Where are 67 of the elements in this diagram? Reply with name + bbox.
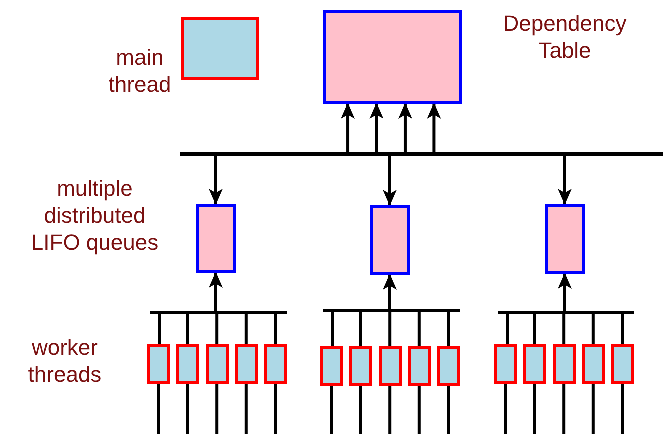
thread-box	[264, 344, 288, 384]
connector-line	[447, 312, 450, 346]
connector-line	[359, 386, 362, 434]
arrow	[383, 274, 397, 309]
connector-line	[216, 314, 219, 344]
thread-box	[494, 344, 517, 384]
group-label: multiple distributed LIFO queues	[30, 175, 160, 256]
connector-line	[244, 384, 248, 434]
thread-box	[408, 346, 431, 386]
thread-box	[234, 344, 258, 384]
connector-line	[158, 314, 162, 344]
arrow	[341, 103, 356, 152]
node-caption: Dependency Table	[502, 10, 628, 64]
connector-line	[274, 314, 278, 344]
connector-line	[447, 386, 450, 434]
connector-line	[359, 312, 362, 346]
arrow	[558, 273, 572, 311]
queue-box	[196, 204, 236, 273]
connector-line	[592, 384, 595, 434]
thread-box	[582, 344, 605, 384]
arrow	[383, 156, 397, 206]
thread-box	[206, 344, 229, 384]
connector-line	[330, 386, 333, 434]
thread-box	[378, 346, 402, 386]
thread-box	[181, 17, 259, 80]
connector-line	[533, 314, 536, 344]
arrow	[398, 103, 412, 152]
group-label: worker threads	[27, 334, 103, 388]
thread-box	[176, 344, 200, 384]
connector-line	[216, 384, 219, 434]
arrow	[427, 103, 442, 152]
node-caption: main thread	[108, 44, 172, 98]
thread-box	[611, 344, 634, 384]
connector-line	[418, 312, 421, 346]
connector-line	[244, 314, 248, 344]
connector-line	[533, 384, 536, 434]
table-box	[323, 10, 462, 104]
connector-line	[504, 384, 507, 434]
connector-line	[562, 314, 566, 344]
connector-line	[621, 314, 624, 344]
queue-box	[545, 204, 585, 274]
thread-box	[147, 344, 170, 384]
connector-line	[186, 314, 190, 344]
bus-line	[150, 311, 287, 314]
connector-line	[388, 312, 392, 346]
bus-line	[323, 309, 460, 312]
connector-line	[562, 384, 566, 434]
thread-box	[552, 344, 576, 384]
queue-box	[370, 205, 410, 275]
arrow	[209, 156, 223, 205]
connector-line	[186, 384, 190, 434]
bus-line	[498, 311, 634, 314]
thread-box	[320, 346, 343, 386]
connector-line	[506, 314, 509, 344]
thread-box	[523, 344, 546, 384]
connector-line	[388, 386, 392, 434]
thread-box	[349, 346, 372, 386]
connector-line	[332, 312, 334, 346]
connector-line	[274, 384, 278, 434]
arrow	[558, 156, 572, 205]
connector-line	[157, 384, 160, 434]
connector-line	[592, 314, 595, 344]
connector-line	[621, 384, 624, 434]
thread-box	[437, 346, 460, 386]
arrow	[209, 272, 223, 311]
arrow	[370, 103, 384, 152]
connector-line	[418, 386, 421, 434]
